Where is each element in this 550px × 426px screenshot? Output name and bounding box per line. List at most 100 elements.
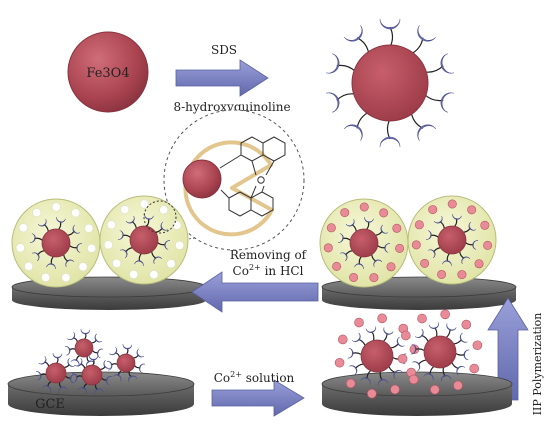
magnetic-core bbox=[81, 364, 103, 386]
cobalt-ion bbox=[437, 269, 447, 279]
ligand-head bbox=[344, 124, 363, 141]
imprinted-cavity bbox=[106, 220, 116, 230]
ligand-head bbox=[351, 332, 361, 342]
gce-label: GCE bbox=[35, 397, 65, 412]
ligand-chain bbox=[388, 366, 396, 374]
ligand-head bbox=[417, 25, 436, 42]
ligand-head bbox=[64, 346, 71, 356]
ligand-head bbox=[442, 260, 452, 267]
ligand-head bbox=[69, 374, 77, 384]
cobalt-ion bbox=[369, 273, 379, 283]
ligand-head bbox=[96, 348, 104, 359]
imprinted-cavity bbox=[159, 205, 169, 215]
cobalt-ion bbox=[345, 378, 356, 389]
ligand-head bbox=[373, 259, 383, 267]
ligand-chain bbox=[358, 338, 366, 346]
ligand-head bbox=[459, 332, 468, 343]
cobalt-ion bbox=[332, 261, 342, 271]
ligand-head bbox=[106, 361, 113, 371]
cobalt-ion bbox=[400, 330, 411, 341]
modified-nanoparticle bbox=[71, 355, 113, 396]
cobalt-ion bbox=[440, 309, 450, 320]
ligand-head bbox=[347, 347, 354, 359]
ligand-head bbox=[325, 53, 340, 74]
imprinted-cavity bbox=[24, 261, 34, 271]
ligand-head bbox=[103, 360, 111, 369]
co-solution-arrow bbox=[211, 379, 305, 417]
magnetic-core bbox=[129, 225, 159, 255]
ligand-head bbox=[35, 371, 42, 381]
sds-label: SDS bbox=[211, 43, 237, 57]
cobalt-ion bbox=[359, 202, 369, 212]
cobalt-ion bbox=[411, 240, 421, 250]
ligand-head bbox=[37, 219, 47, 227]
ligand-head bbox=[122, 344, 133, 350]
ligand-head bbox=[337, 233, 344, 243]
removing-label-line1: Removing of bbox=[230, 248, 308, 262]
imprinted-cavity bbox=[129, 270, 139, 279]
magnetic-core bbox=[360, 339, 394, 373]
ligand-head bbox=[414, 328, 424, 338]
ligand-chain bbox=[434, 327, 438, 337]
ligand-head bbox=[88, 355, 99, 361]
magnetic-core bbox=[349, 228, 379, 258]
imprinted-cavity bbox=[172, 220, 182, 230]
ligand-head bbox=[379, 18, 401, 30]
removing-arrow bbox=[191, 271, 319, 313]
imprinted-cavity bbox=[15, 243, 25, 253]
cobalt-ion bbox=[323, 243, 333, 253]
magnetic-core bbox=[74, 338, 94, 358]
ligand-chain bbox=[423, 93, 444, 102]
ligand-head bbox=[52, 353, 63, 359]
ligand-head bbox=[417, 124, 436, 141]
ligand-head bbox=[463, 349, 470, 361]
polymer-shell-imprinted bbox=[99, 195, 189, 285]
functionalized-nanoparticle bbox=[325, 18, 455, 148]
ligand-chain bbox=[356, 111, 370, 129]
ligand-head bbox=[138, 363, 146, 374]
magnetic-core bbox=[41, 228, 71, 258]
cobalt-ion bbox=[379, 208, 389, 218]
ligand-head bbox=[76, 243, 83, 253]
iip-polymerization-label: IIP Polymerization bbox=[531, 313, 544, 416]
ligand-chain bbox=[410, 112, 424, 129]
ligand-head bbox=[94, 333, 103, 343]
cobalt-ion bbox=[420, 258, 430, 268]
cobalt-ion bbox=[480, 220, 490, 230]
imprinted-cavity bbox=[71, 208, 81, 218]
ligand-head bbox=[349, 365, 358, 376]
magnetic-core bbox=[423, 335, 457, 369]
ligand-head bbox=[446, 323, 457, 331]
ligand-chain bbox=[354, 363, 364, 369]
ligand-chain bbox=[383, 333, 388, 342]
polymer-shell-with-ions bbox=[407, 195, 497, 285]
iip-polymerization-arrow bbox=[487, 297, 529, 401]
ligand-head bbox=[160, 221, 168, 231]
polymer-shells-with-co-ions bbox=[319, 195, 497, 288]
cobalt-ion bbox=[469, 363, 480, 374]
cobalt-ion bbox=[392, 223, 402, 233]
imprinted-cavity bbox=[166, 259, 176, 269]
imprinted-cavity bbox=[149, 270, 159, 280]
ligand-head bbox=[345, 219, 355, 227]
ligand-head bbox=[433, 216, 443, 224]
imprinted-cavity bbox=[61, 273, 71, 283]
imprinted-cavity bbox=[175, 240, 185, 250]
polymer-shell-imprinted bbox=[11, 198, 101, 288]
ligand-head bbox=[136, 348, 145, 358]
magnetic-core bbox=[437, 225, 467, 255]
ligand-head bbox=[125, 216, 135, 224]
ligand-head bbox=[134, 260, 144, 267]
cobalt-ion bbox=[467, 205, 477, 215]
ligand-head bbox=[396, 336, 405, 347]
nanoparticle-with-ions bbox=[397, 309, 483, 395]
polymer-shell-with-ions bbox=[319, 198, 409, 288]
chelate-complex-structure bbox=[219, 136, 286, 217]
cobalt-ion bbox=[408, 374, 419, 385]
cobalt-ion bbox=[395, 243, 405, 253]
cobalt-ion bbox=[483, 240, 493, 250]
imprinted-cavity bbox=[32, 208, 42, 218]
nanoparticles-with-co-ions bbox=[334, 309, 483, 399]
ligand-head bbox=[440, 53, 455, 74]
